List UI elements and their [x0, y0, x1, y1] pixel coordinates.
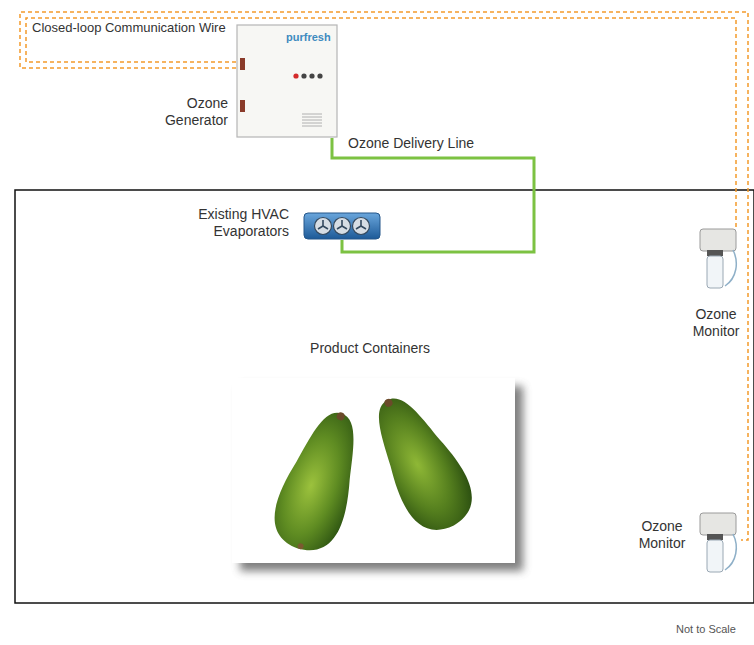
- evaporator-housing: [304, 213, 380, 239]
- sensor-cap: [707, 534, 723, 540]
- area-label: Product Containers: [280, 340, 460, 357]
- sensor-cylinder: [707, 256, 723, 288]
- avocado-skin: [265, 403, 374, 559]
- ozone-generator: Ozone Generatorpurfresh: [236, 24, 338, 138]
- status-led: [309, 73, 314, 78]
- avocado-stem: [336, 411, 346, 421]
- ozone-monitor: Ozone Monitor: [697, 228, 741, 292]
- wire-label: Closed-loop Communication Wire: [32, 20, 226, 36]
- vent-slot: [302, 117, 322, 118]
- avocado-back: [357, 383, 484, 541]
- ozone-monitor: Ozone Monitor: [697, 512, 741, 576]
- vent-slot: [302, 120, 322, 121]
- evaporator-label: Existing HVAC Evaporators: [185, 206, 289, 240]
- communication-wire: [26, 18, 736, 228]
- vent-slot: [302, 114, 322, 115]
- avocado-front: [265, 402, 374, 559]
- monitor-icon: [697, 228, 741, 292]
- photo-panel: [232, 378, 515, 563]
- sensor-cap: [707, 250, 723, 256]
- sample-tube: [725, 534, 736, 570]
- fan-blades: [318, 220, 328, 229]
- brand-logo: purfresh: [286, 30, 334, 44]
- avocado-tip: [297, 542, 305, 550]
- evaporator-icon: [303, 212, 381, 240]
- avocado-stem: [383, 397, 394, 408]
- line-label: Ozone Delivery Line: [348, 135, 474, 152]
- cabinet-latch: [240, 100, 245, 112]
- status-led: [301, 73, 306, 78]
- monitor-label: Ozone Monitor: [688, 306, 744, 340]
- sample-tube: [725, 250, 736, 286]
- monitor-label: Ozone Monitor: [632, 518, 692, 552]
- vent-slot: [302, 123, 322, 124]
- status-led: [317, 73, 322, 78]
- communication-wire: [20, 12, 748, 540]
- ozone-delivery-line: [332, 138, 534, 252]
- scale-note: Not to Scale: [676, 622, 736, 636]
- cabinet-latch: [240, 58, 245, 70]
- monitor-housing: [700, 229, 736, 251]
- vent-slot: [302, 126, 322, 127]
- fan-blades: [337, 220, 347, 229]
- fan-ring: [315, 218, 332, 235]
- fan-blades: [356, 220, 366, 229]
- fan-ring: [353, 218, 370, 235]
- fan-ring: [334, 218, 351, 235]
- sensor-cylinder: [707, 540, 723, 572]
- generator-label: Ozone Generator: [148, 95, 228, 129]
- status-led: [293, 73, 298, 78]
- avocado-skin: [357, 384, 484, 541]
- monitor-icon: [697, 512, 741, 576]
- monitor-housing: [700, 513, 736, 535]
- generator-cabinet: [237, 25, 337, 137]
- hvac-evaporator: Existing HVAC Evaporators: [303, 212, 381, 240]
